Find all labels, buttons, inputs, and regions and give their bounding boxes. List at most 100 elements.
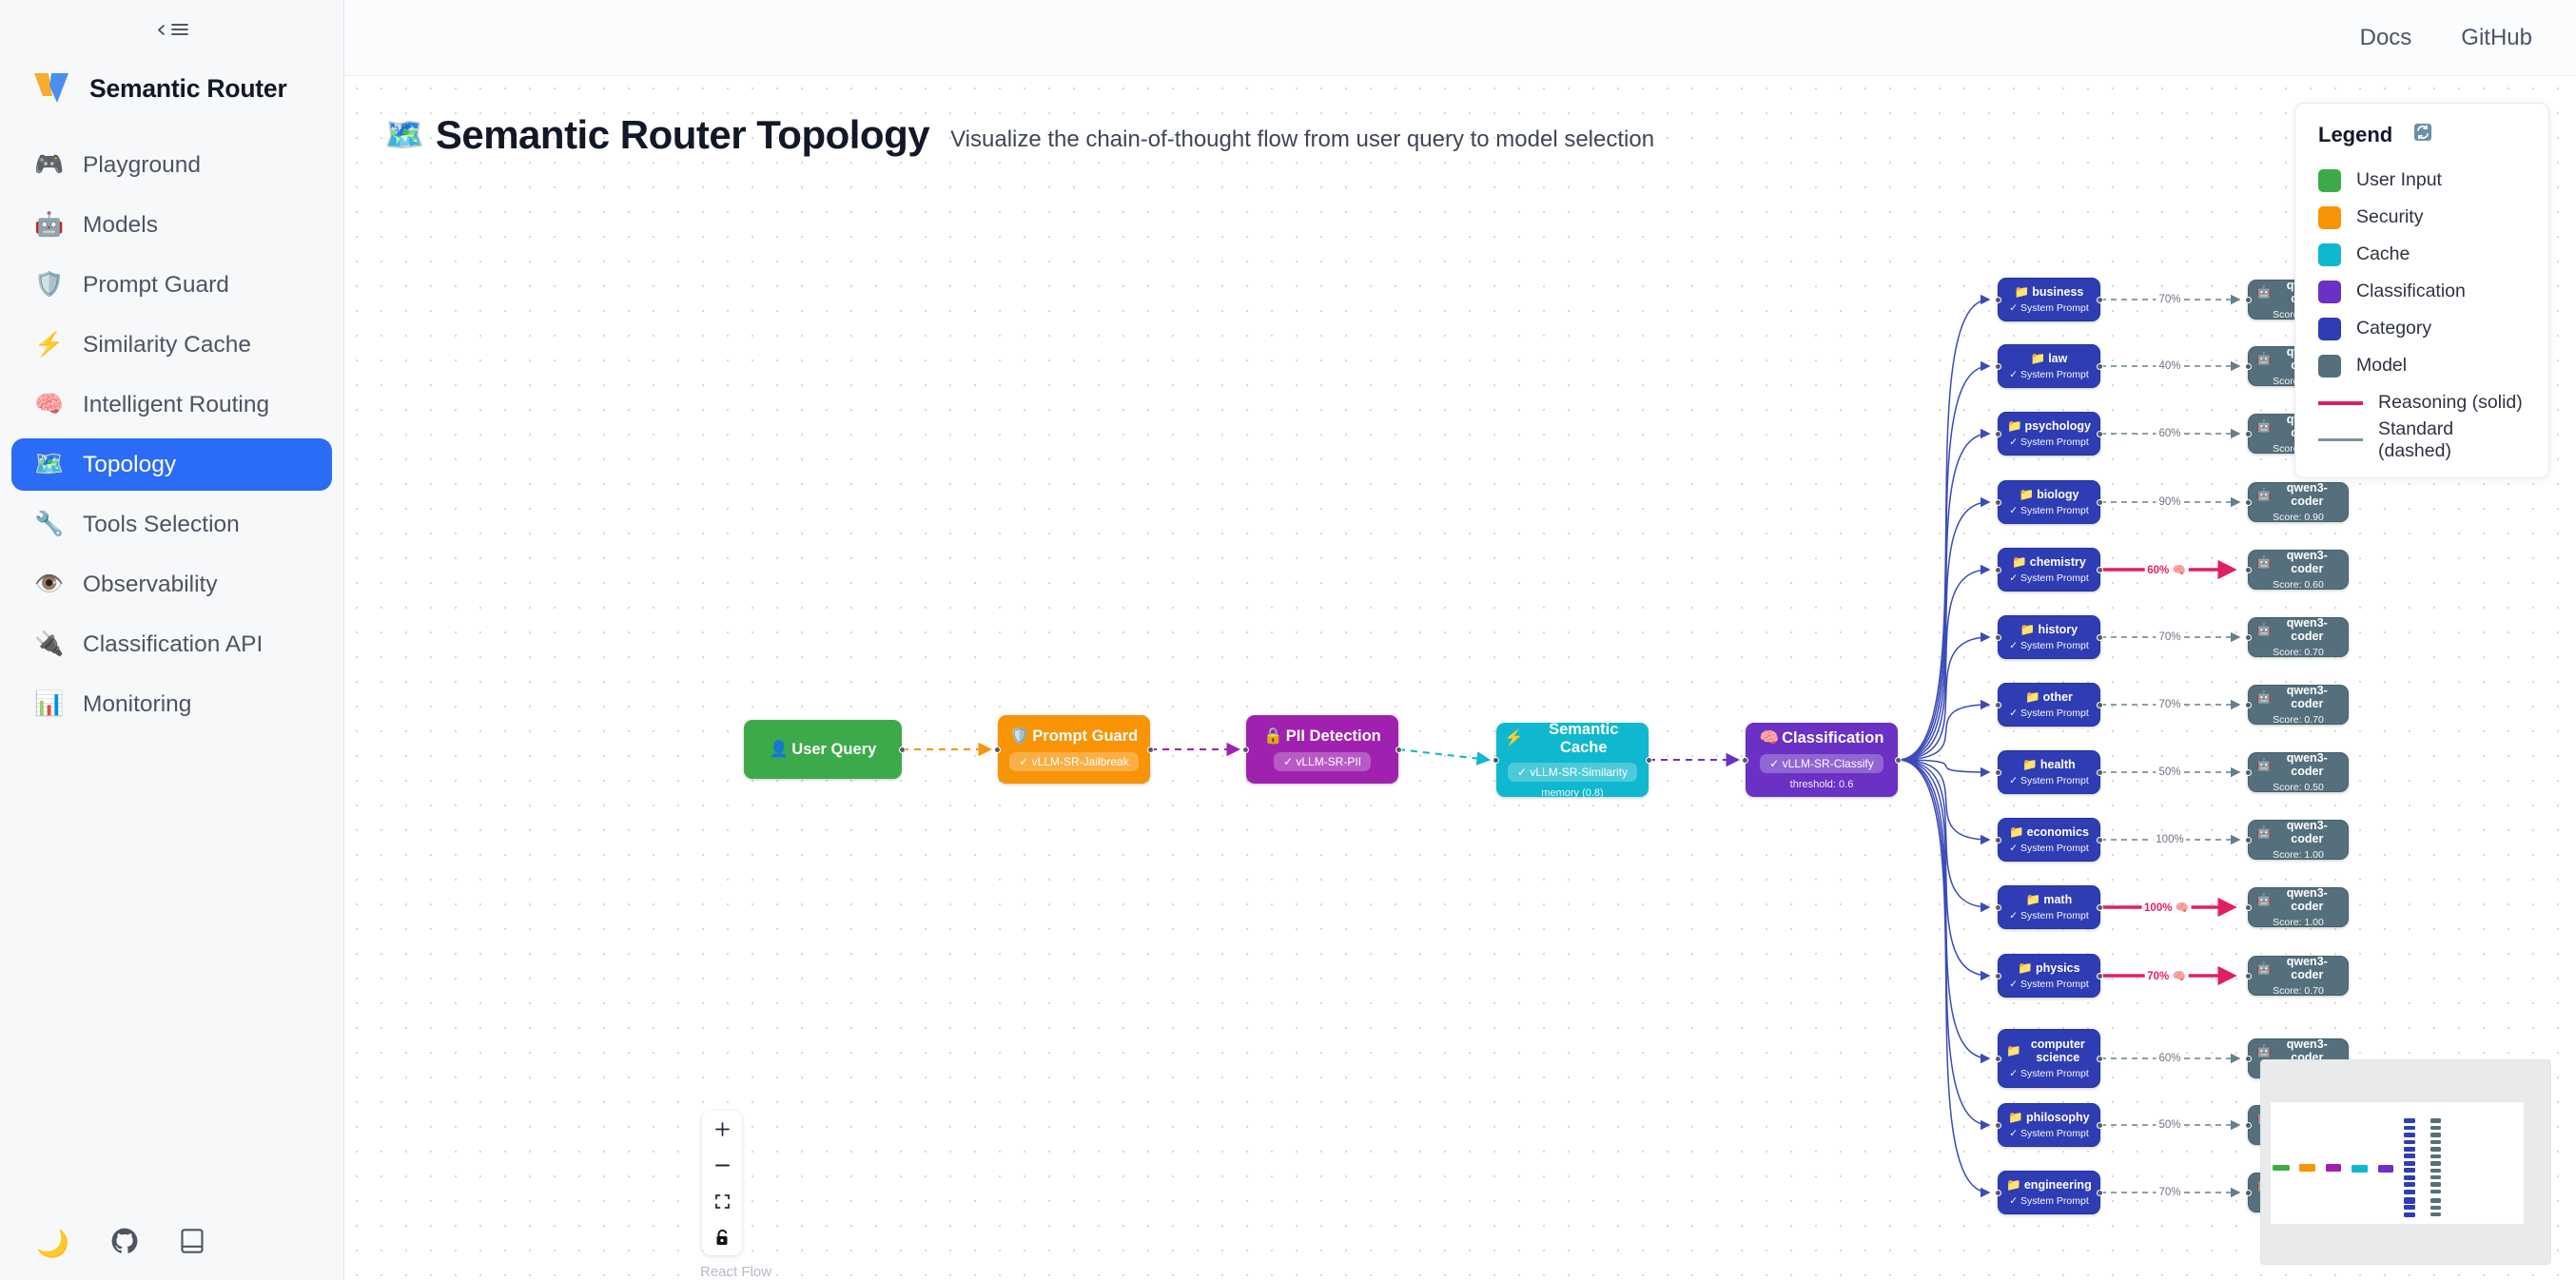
sidebar-item-prompt-guard[interactable]: 🛡️ Prompt Guard [11, 259, 332, 311]
classification-to-category-edge[interactable] [1897, 759, 1991, 845]
brand[interactable]: Semantic Router [0, 59, 343, 118]
node-handle-right[interactable] [2097, 362, 2103, 370]
node-pii[interactable]: 🔒PII Detection✓ vLLM-SR-PII [1242, 715, 1402, 784]
node-handle-left[interactable] [1995, 430, 2001, 437]
node-handle-left[interactable] [2245, 903, 2252, 911]
node-guard[interactable]: 🛡️Prompt Guard✓ vLLM-SR-Jailbreak [994, 715, 1154, 784]
node-handle-right[interactable] [2097, 296, 2103, 303]
node-handle-left[interactable] [1995, 903, 2001, 911]
node-handle-left[interactable] [1995, 1189, 2001, 1196]
book-icon[interactable] [180, 1228, 205, 1259]
classification-to-category-edge[interactable] [1897, 564, 1991, 761]
node-handle-right[interactable] [2097, 972, 2103, 979]
node-handle-right[interactable] [2097, 1121, 2103, 1129]
node-handle-right[interactable] [2097, 1055, 2103, 1062]
node-handle-left[interactable] [1995, 1121, 2001, 1129]
classification-to-category-edge[interactable] [1897, 759, 1991, 981]
node-handle-left[interactable] [1493, 756, 1499, 764]
collapse-menu-icon[interactable] [147, 18, 197, 41]
sidebar-item-classification-api[interactable]: 🔌 Classification API [11, 618, 332, 670]
node-handle-right[interactable] [2097, 836, 2103, 844]
node-handle-left[interactable] [2245, 430, 2252, 437]
node-handle-left[interactable] [2245, 296, 2252, 303]
sidebar-item-models[interactable]: 🤖 Models [11, 199, 332, 251]
node-handle-left[interactable] [1995, 362, 2001, 370]
node-handle-left[interactable] [1995, 633, 2001, 641]
github-icon[interactable] [111, 1228, 138, 1259]
topology-canvas[interactable]: 🗺️Semantic Router Topology Visualize the… [344, 76, 2576, 1280]
classification-to-category-edge[interactable] [1897, 360, 1991, 761]
lock-icon[interactable] [702, 1219, 742, 1255]
react-flow-attribution[interactable]: React Flow [700, 1264, 772, 1280]
moon-icon[interactable]: 🌙 [36, 1228, 69, 1258]
node-handle-left[interactable] [1242, 746, 1249, 753]
node-handle-right[interactable] [1895, 756, 1902, 764]
node-handle-right[interactable] [1395, 746, 1402, 753]
node-category-psychology[interactable]: 📁psychology✓ System Prompt [1995, 412, 2103, 456]
node-handle-right[interactable] [2097, 768, 2103, 776]
node-handle-left[interactable] [1742, 756, 1748, 764]
node-handle-left[interactable] [1995, 836, 2001, 844]
pipeline-edge[interactable] [1397, 747, 1492, 766]
sidebar-item-monitoring[interactable]: 📊 Monitoring [11, 678, 332, 730]
classification-to-category-edge[interactable] [1897, 428, 1991, 761]
node-handle-left[interactable] [1995, 1055, 2001, 1062]
node-category-math[interactable]: 📁math✓ System Prompt [1995, 885, 2103, 929]
sidebar-item-observability[interactable]: 👁️ Observability [11, 558, 332, 611]
node-category-economics[interactable]: 📁economics✓ System Prompt [1995, 818, 2103, 862]
node-handle-right[interactable] [899, 746, 906, 753]
fit-view-button[interactable] [702, 1183, 742, 1219]
node-category-health[interactable]: 📁health✓ System Prompt [1995, 750, 2103, 794]
node-category-other[interactable]: 📁other✓ System Prompt [1995, 683, 2103, 727]
node-handle-left[interactable] [1995, 498, 2001, 506]
sidebar-item-playground[interactable]: 🎮 Playground [11, 139, 332, 191]
minimap[interactable] [2260, 1059, 2551, 1265]
node-handle-left[interactable] [2245, 1055, 2252, 1062]
node-handle-left[interactable] [2245, 1189, 2252, 1196]
node-handle-left[interactable] [1995, 972, 2001, 979]
node-handle-right[interactable] [2097, 633, 2103, 641]
node-handle-left[interactable] [2245, 362, 2252, 370]
node-handle-left[interactable] [2245, 768, 2252, 776]
node-handle-left[interactable] [2245, 633, 2252, 641]
node-category-law[interactable]: 📁law✓ System Prompt [1995, 344, 2103, 388]
node-handle-left[interactable] [2245, 498, 2252, 506]
node-user[interactable]: 👤User Query [744, 720, 906, 779]
node-category-biology[interactable]: 📁biology✓ System Prompt [1995, 480, 2103, 524]
node-handle-right[interactable] [1147, 746, 1154, 753]
node-handle-left[interactable] [2245, 836, 2252, 844]
node-category-physics[interactable]: 📁physics✓ System Prompt [1995, 954, 2103, 998]
node-handle-left[interactable] [1995, 768, 2001, 776]
node-handle-left[interactable] [1995, 701, 2001, 708]
node-category-business[interactable]: 📁business✓ System Prompt [1995, 278, 2103, 321]
classification-to-category-edge[interactable] [1897, 759, 1991, 1198]
sidebar-item-tools-selection[interactable]: 🔧 Tools Selection [11, 498, 332, 551]
node-handle-right[interactable] [1646, 756, 1652, 764]
node-handle-left[interactable] [1995, 296, 2001, 303]
zoom-in-button[interactable] [702, 1111, 742, 1147]
sidebar-item-intelligent-routing[interactable]: 🧠 Intelligent Routing [11, 378, 332, 431]
node-category-philosophy[interactable]: 📁philosophy✓ System Prompt [1995, 1103, 2103, 1147]
zoom-out-button[interactable] [702, 1147, 742, 1183]
node-handle-right[interactable] [2097, 903, 2103, 911]
sidebar-item-topology[interactable]: 🗺️ Topology [11, 438, 332, 491]
node-category-chemistry[interactable]: 📁chemistry✓ System Prompt [1995, 548, 2103, 592]
node-handle-left[interactable] [994, 746, 1001, 753]
node-handle-left[interactable] [2245, 701, 2252, 708]
node-handle-left[interactable] [2245, 566, 2252, 573]
node-handle-right[interactable] [2097, 430, 2103, 437]
node-handle-left[interactable] [2245, 972, 2252, 979]
refresh-icon[interactable] [2413, 123, 2432, 147]
node-handle-left[interactable] [1995, 566, 2001, 573]
node-handle-right[interactable] [2097, 566, 2103, 573]
node-handle-left[interactable] [2245, 1121, 2252, 1129]
node-handle-right[interactable] [2097, 701, 2103, 708]
